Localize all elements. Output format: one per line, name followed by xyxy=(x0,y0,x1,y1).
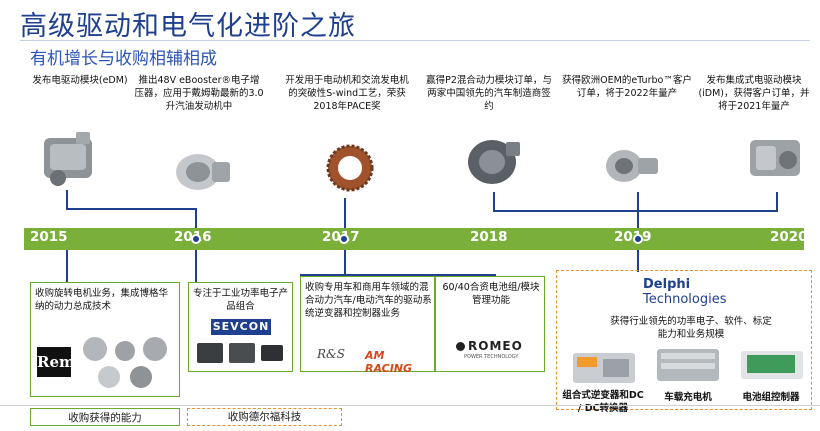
connector-line xyxy=(66,208,196,210)
romeo-logo-subtext: POWER TECHNOLOGY xyxy=(464,354,519,360)
s-wind-stator-photo xyxy=(326,144,374,192)
romeo-logo-text: ROMEO xyxy=(468,339,523,353)
acquisition-text: 收购专用车和商用车领域的混合动力汽车/电动汽车的驱动系统逆变器和控制器业务 xyxy=(305,282,432,319)
milestone-text: 发布集成式电驱动模块(iDM)，获得客户订单，并将于2021年量产 xyxy=(698,75,810,112)
connector-line xyxy=(195,208,197,238)
romeo-mark-icon xyxy=(456,341,465,351)
connector-line xyxy=(344,198,346,238)
eturbo-photo xyxy=(606,150,658,182)
product-label: 车载充电机 xyxy=(664,392,712,403)
connector-line xyxy=(637,250,639,272)
timeline-dot xyxy=(191,234,201,244)
acquisition-text: 60/40合资电池组/模块管理功能 xyxy=(442,282,540,306)
acquisition-card-drivetrain: 收购专用车和商用车领域的混合动力汽车/电动汽车的驱动系统逆变器和控制器业务 R&… xyxy=(300,276,435,375)
connector-line xyxy=(66,250,68,282)
milestone-text: 推出48V eBooster®电子增压器，应用于戴姆勒最新的3.0升汽油发动机中 xyxy=(134,75,264,112)
connector-line xyxy=(637,192,639,238)
acquisition-text: 专注于工业功率电子产品组合 xyxy=(193,288,289,312)
year-label: 2020 xyxy=(770,229,808,245)
milestone-text: 发布电驱动模块(eDM) xyxy=(32,75,128,86)
connector-line xyxy=(493,210,639,212)
am-racing-logo: AM RACING xyxy=(365,349,413,375)
page-title: 高级驱动和电气化进阶之旅 xyxy=(20,11,356,42)
milestone-text: 开发用于电动机和交流发电机的突破性S-wind工艺，荣获2018年PACE奖 xyxy=(285,75,409,112)
legend-delphi-acquisition: 收购德尔福科技 xyxy=(187,408,342,426)
product-label: 电池组控制器 xyxy=(742,392,800,403)
remy-logo: Remy xyxy=(37,347,84,377)
acquisition-text: 收购旋转电机业务，集成博格华纳的动力总成技术 xyxy=(35,288,169,312)
timeline-dot xyxy=(633,234,643,244)
year-label: 2018 xyxy=(470,229,508,245)
product-label: 组合式逆变器和DC / DC转换器 xyxy=(562,390,644,414)
timeline-bar xyxy=(24,228,804,250)
delphi-acquisition-card: Delphi Technologies 获得行业领先的功率电子、软件、标定能力和… xyxy=(556,270,812,414)
connector-line xyxy=(300,274,496,276)
page-subtitle: 有机增长与收购相辅相成 xyxy=(30,49,217,69)
sevcon-logo: SEVCON xyxy=(211,319,271,335)
romeo-logo: ROMEO xyxy=(456,339,523,353)
acquisition-card-remy: 收购旋转电机业务，集成博格华纳的动力总成技术 Remy xyxy=(30,282,180,397)
onboard-charger-photo xyxy=(657,349,719,381)
p2-module-photo xyxy=(468,140,520,184)
delphi-logo-subtext: Technologies xyxy=(643,292,727,307)
ebooster-photo xyxy=(176,154,230,190)
connector-line xyxy=(637,210,777,212)
timeline-dot xyxy=(339,234,349,244)
battery-controller-photo xyxy=(741,351,803,379)
delphi-description: 获得行业领先的功率电子、软件、标定能力和业务规模 xyxy=(610,316,772,340)
rs-logo: R&S xyxy=(317,347,345,361)
acquisition-card-sevcon: 专注于工业功率电子产品组合 SEVCON xyxy=(188,282,293,372)
connector-line xyxy=(493,192,495,212)
connector-line xyxy=(344,250,346,274)
remy-products-photo xyxy=(83,337,167,388)
acquisition-card-romeo: 60/40合资电池组/模块管理功能 ROMEO POWER TECHNOLOGY xyxy=(435,276,545,372)
inverter-dcdc-photo xyxy=(573,353,635,383)
milestone-text: 获得欧洲OEM的eTurbo™客户订单，将于2022年量产 xyxy=(562,75,692,99)
sevcon-products-photo xyxy=(197,343,283,363)
edm-motor-photo xyxy=(44,132,92,186)
delphi-logo: Delphi xyxy=(643,277,691,292)
connector-line xyxy=(66,190,68,210)
year-label: 2015 xyxy=(30,229,68,245)
bottom-divider xyxy=(0,405,820,406)
connector-line xyxy=(195,250,197,282)
connector-line xyxy=(776,192,778,212)
milestone-text: 赢得P2混合动力模块订单，与两家中国领先的汽车制造商签约 xyxy=(426,75,552,112)
legend-acquired-capabilities: 收购获得的能力 xyxy=(30,408,180,426)
idm-photo xyxy=(750,140,800,176)
title-divider xyxy=(20,40,810,41)
